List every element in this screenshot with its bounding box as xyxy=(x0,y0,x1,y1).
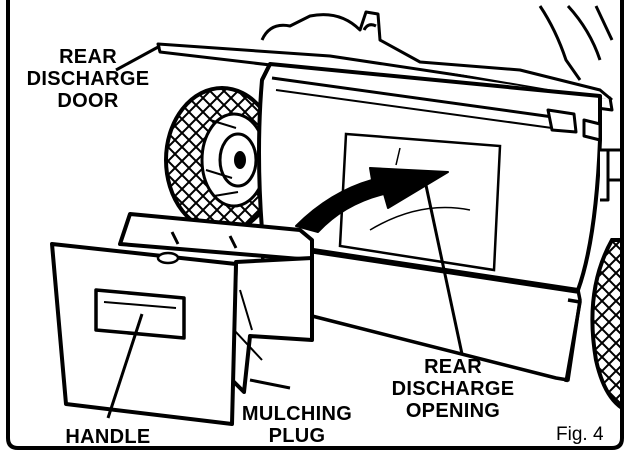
rear-discharge-opening-line-3: OPENING xyxy=(405,400,501,422)
handle-label: HANDLE xyxy=(52,426,164,448)
handle-text: HANDLE xyxy=(65,426,151,448)
rear-discharge-door-label: REAR DISCHARGE DOOR xyxy=(14,46,162,112)
rear-discharge-door-line-1: REAR xyxy=(59,46,117,68)
right-wheel xyxy=(590,148,624,412)
airflow-arrow xyxy=(295,167,449,233)
leader-rear-discharge-door xyxy=(115,44,161,72)
figure-number: Fig. 4 xyxy=(556,424,604,445)
mulching-plug xyxy=(50,212,314,426)
leader-mulching-plug xyxy=(249,378,291,390)
rear-discharge-door-line-2: DISCHARGE xyxy=(26,68,150,90)
rear-discharge-opening-label: REAR DISCHARGE OPENING xyxy=(378,356,528,422)
leader-lines xyxy=(106,44,464,419)
leader-handle xyxy=(106,313,144,419)
mulching-plug-label: MULCHING PLUG xyxy=(232,403,362,447)
rear-discharge-door-line-3: DOOR xyxy=(57,90,119,112)
leader-rear-discharge-opening xyxy=(422,175,464,355)
figure-frame xyxy=(6,0,624,450)
mulching-plug-line-1: MULCHING xyxy=(241,403,353,425)
rear-discharge-opening xyxy=(338,132,502,272)
rear-discharge-opening-line-1: REAR xyxy=(424,356,482,378)
mulching-plug-line-2: PLUG xyxy=(268,425,326,447)
rear-discharge-opening-line-2: DISCHARGE xyxy=(391,378,515,400)
